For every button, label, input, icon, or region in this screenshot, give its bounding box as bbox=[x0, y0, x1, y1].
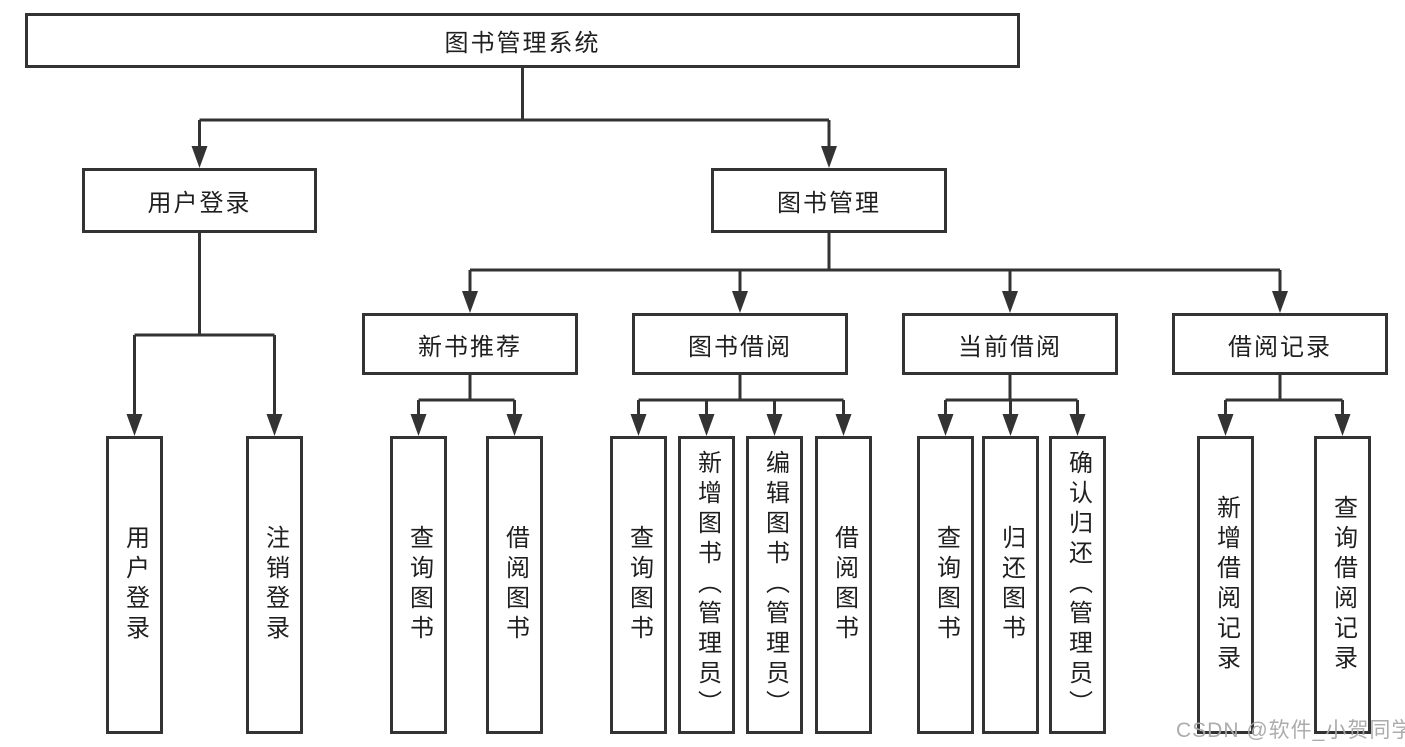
node-root-system: 图书管理系统 bbox=[25, 13, 1020, 68]
node-borrowing-records: 借阅记录 bbox=[1172, 313, 1388, 375]
node-current-borrowing: 当前借阅 bbox=[902, 313, 1118, 375]
leaf-add-book-admin: 新增图书（管理员） bbox=[678, 436, 735, 734]
leaf-query-books-current: 查询图书 bbox=[917, 436, 974, 734]
node-user-login: 用户登录 bbox=[82, 168, 317, 233]
leaf-borrow-books-borrowing: 借阅图书 bbox=[815, 436, 872, 734]
leaf-return-book: 归还图书 bbox=[982, 436, 1039, 734]
node-book-management: 图书管理 bbox=[711, 168, 947, 233]
leaf-add-borrow-record: 新增借阅记录 bbox=[1197, 436, 1254, 734]
leaf-user-login: 用户登录 bbox=[106, 436, 163, 734]
leaf-logout: 注销登录 bbox=[246, 436, 303, 734]
leaf-confirm-return-admin: 确认归还（管理员） bbox=[1049, 436, 1106, 734]
leaf-edit-book-admin: 编辑图书（管理员） bbox=[746, 436, 803, 734]
node-book-borrowing: 图书借阅 bbox=[632, 313, 848, 375]
csdn-watermark: CSDN @软件_小贺同学 bbox=[1176, 719, 1405, 742]
node-new-book-recommend: 新书推荐 bbox=[362, 313, 578, 375]
leaf-query-books-borrowing: 查询图书 bbox=[610, 436, 667, 734]
leaf-query-borrow-record: 查询借阅记录 bbox=[1314, 436, 1371, 734]
leaf-query-books-recommend: 查询图书 bbox=[390, 436, 447, 734]
leaf-borrow-books-recommend: 借阅图书 bbox=[486, 436, 543, 734]
